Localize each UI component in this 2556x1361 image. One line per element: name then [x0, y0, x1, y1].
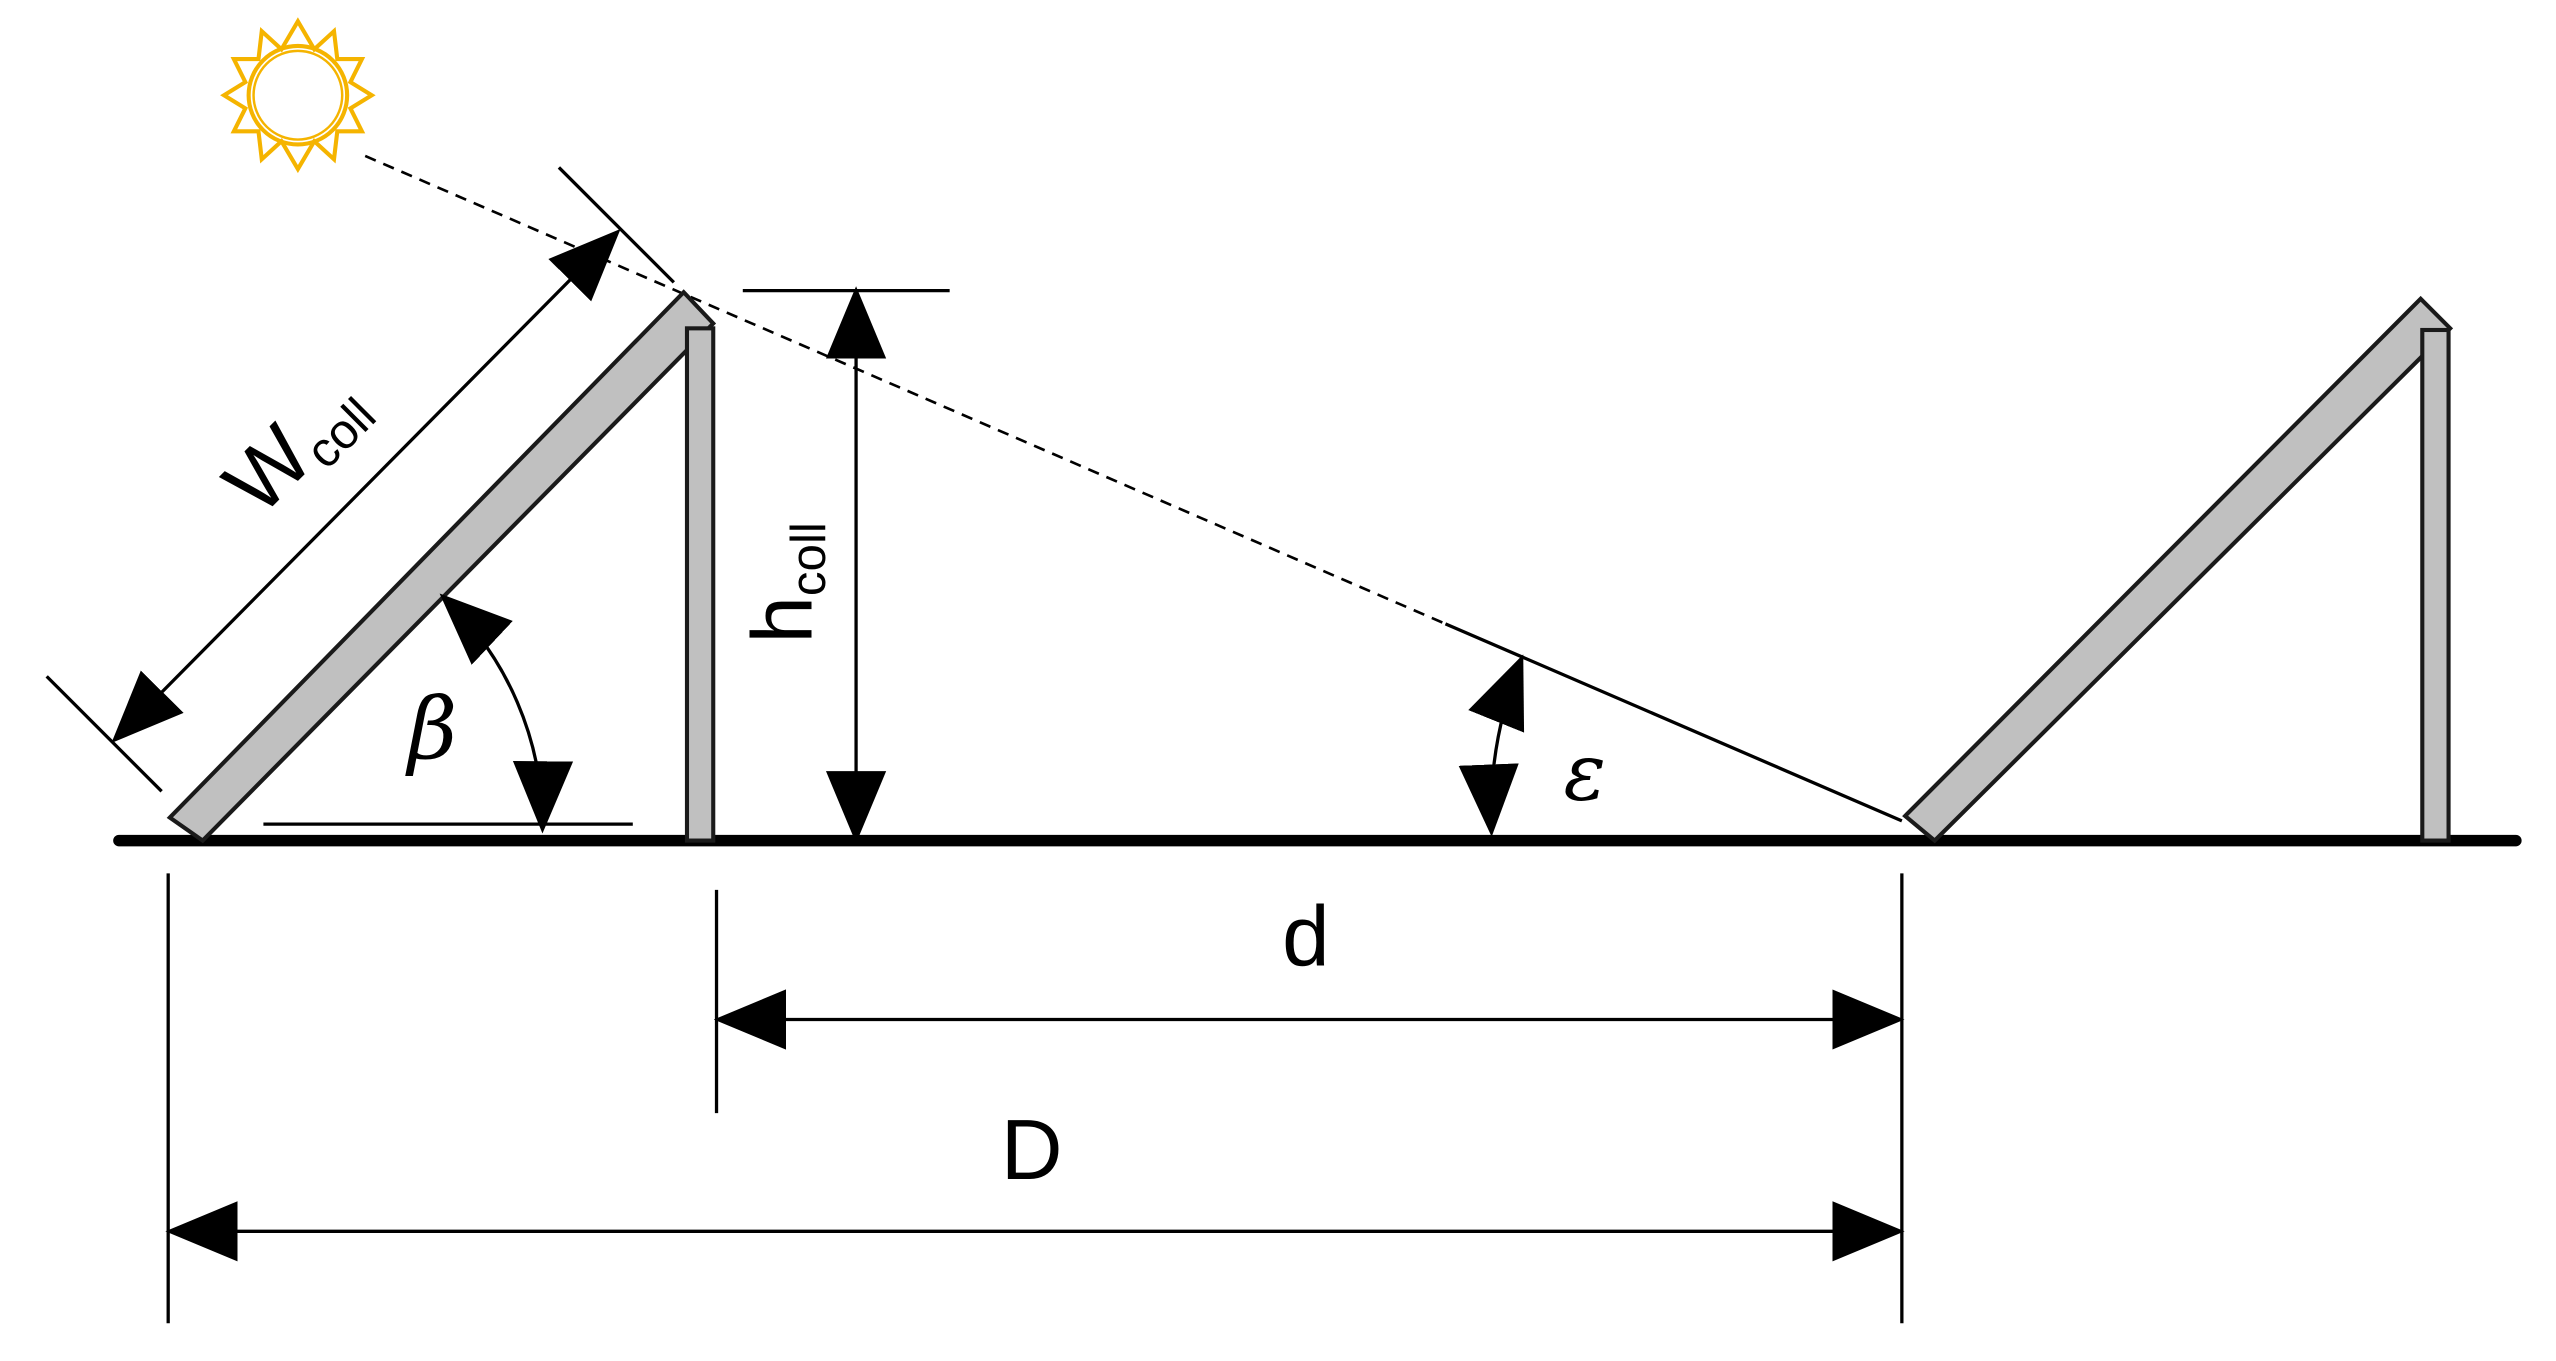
panel-row-2	[1902, 295, 2454, 844]
sun-icon	[220, 17, 376, 174]
shadow-line	[1444, 622, 1903, 823]
sun-ray-dashed	[364, 154, 1446, 626]
epsilon-label: ε	[1564, 727, 1606, 819]
beta-label: β	[405, 680, 457, 779]
support-post-row-2	[2420, 327, 2451, 843]
wcoll-dimension-arrow	[111, 228, 621, 744]
support-post-row-1	[684, 326, 716, 843]
wcoll-extension-top	[557, 166, 676, 284]
D-label: D	[1001, 1103, 1063, 1198]
wcoll-extension-bottom	[45, 675, 163, 793]
hcoll-label: hcoll	[736, 522, 836, 643]
wcoll-label: Wcoll	[206, 356, 386, 536]
d-label: d	[1282, 889, 1329, 984]
beta-angle-arc	[439, 593, 574, 834]
epsilon-angle-arc	[1458, 654, 1525, 837]
